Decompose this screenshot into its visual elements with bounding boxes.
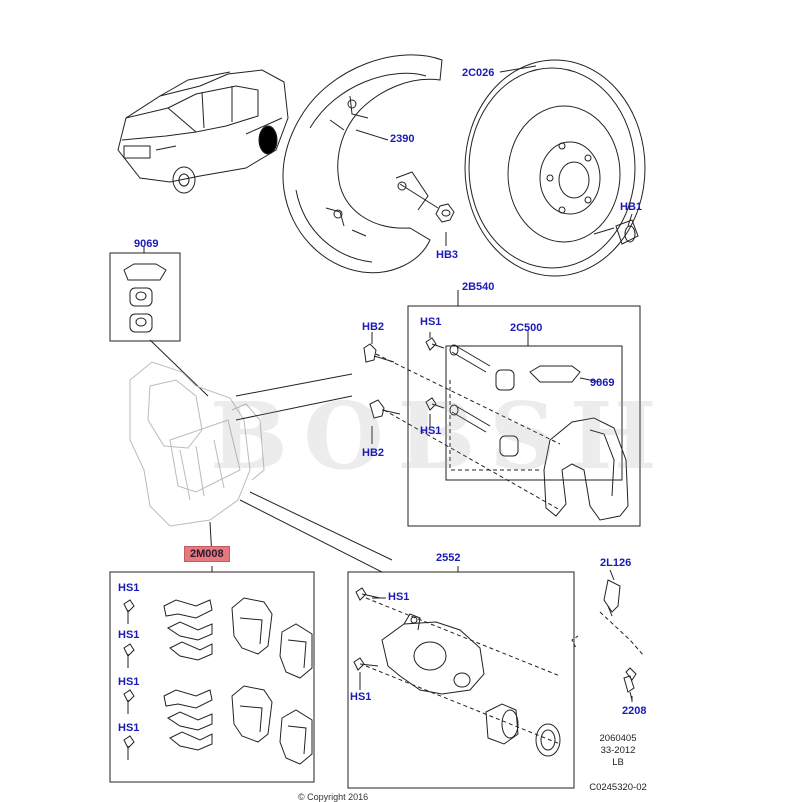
brake-pads-drawing xyxy=(231,597,313,765)
part-label-hb1[interactable]: HB1 xyxy=(620,201,643,213)
wheel-marker-icon xyxy=(258,125,278,155)
pad-kit-bolts xyxy=(123,599,135,760)
bracket-pad-icon xyxy=(529,365,581,383)
leader-line xyxy=(235,395,353,421)
part-label-hb2-top[interactable]: HB2 xyxy=(362,321,385,333)
brake-disc-drawing xyxy=(464,59,646,277)
part-label-hs1-mid[interactable]: HS1 xyxy=(420,425,442,437)
caliper-assembly-faded xyxy=(129,361,265,527)
brake-caliper-drawing xyxy=(381,613,485,695)
assembly-dashes xyxy=(375,353,561,511)
hb3-bolt-drawing xyxy=(399,183,455,223)
part-label-caliper-hs1-top[interactable]: HS1 xyxy=(388,591,410,603)
splash-shield-drawing xyxy=(282,54,443,274)
hb1-bolt-drawing xyxy=(593,219,639,245)
part-label-hb2-bottom[interactable]: HB2 xyxy=(362,447,385,459)
wear-sensor-drawing xyxy=(603,579,621,617)
part-label-pad-hs1-3[interactable]: HS1 xyxy=(118,676,140,688)
caliper-assembly-dashes xyxy=(365,597,561,745)
part-label-2b540[interactable]: 2B540 xyxy=(462,281,495,293)
part-label-caliper-hs1-bottom[interactable]: HS1 xyxy=(350,691,372,703)
boot-kit-pad-icon xyxy=(123,263,167,281)
part-label-2m008[interactable]: 2M008 xyxy=(184,546,230,562)
copyright-text: © Copyright 2016 xyxy=(298,792,369,802)
boot-kit-box xyxy=(109,252,181,342)
part-label-2552[interactable]: 2552 xyxy=(436,552,461,564)
caliper-box xyxy=(347,571,575,789)
bracket-kit-box xyxy=(445,345,623,481)
label-leaders xyxy=(143,65,633,702)
vehicle-illustration xyxy=(117,69,289,194)
part-label-hs1-top[interactable]: HS1 xyxy=(420,316,442,328)
part-label-hb3[interactable]: HB3 xyxy=(436,249,459,261)
sensor-dashes xyxy=(599,611,645,657)
caliper-bolts xyxy=(353,587,381,671)
part-label-2c026[interactable]: 2C026 xyxy=(462,67,495,79)
boot-kit-seal-icon xyxy=(129,287,153,333)
leader-line xyxy=(235,373,353,397)
hs1-bolt-drawing xyxy=(425,337,445,411)
part-label-2208[interactable]: 2208 xyxy=(622,705,647,717)
drawing-reference: C0245320-02 xyxy=(589,782,647,793)
guide-pin-drawing xyxy=(449,344,519,457)
part-label-pad-hs1-4[interactable]: HS1 xyxy=(118,722,140,734)
part-label-9069-top[interactable]: 9069 xyxy=(134,238,159,250)
part-label-2l126[interactable]: 2L126 xyxy=(600,557,632,569)
part-label-pad-hs1-1[interactable]: HS1 xyxy=(118,582,140,594)
bleed-screw-drawing xyxy=(623,667,637,701)
drawing-number: 2060405 xyxy=(599,733,637,744)
piston-seal-drawing xyxy=(485,703,561,757)
drawing-info: 2060405 33-2012 LB xyxy=(590,733,646,769)
carrier-kit-box xyxy=(407,305,641,527)
anti-rattle-clips xyxy=(163,599,213,751)
part-label-9069-right[interactable]: 9069 xyxy=(590,377,615,389)
brake-bracket-drawing xyxy=(543,417,629,521)
hb2-bolt-top-drawing xyxy=(363,343,395,363)
drawing-market: LB xyxy=(612,757,624,768)
part-label-2390[interactable]: 2390 xyxy=(390,133,415,145)
drawing-date: 33-2012 xyxy=(600,745,636,756)
watermark: BOBSH xyxy=(210,382,671,490)
part-label-2c500[interactable]: 2C500 xyxy=(510,322,543,334)
leader-line xyxy=(249,491,393,561)
leader-line xyxy=(239,499,383,573)
part-label-pad-hs1-2[interactable]: HS1 xyxy=(118,629,140,641)
